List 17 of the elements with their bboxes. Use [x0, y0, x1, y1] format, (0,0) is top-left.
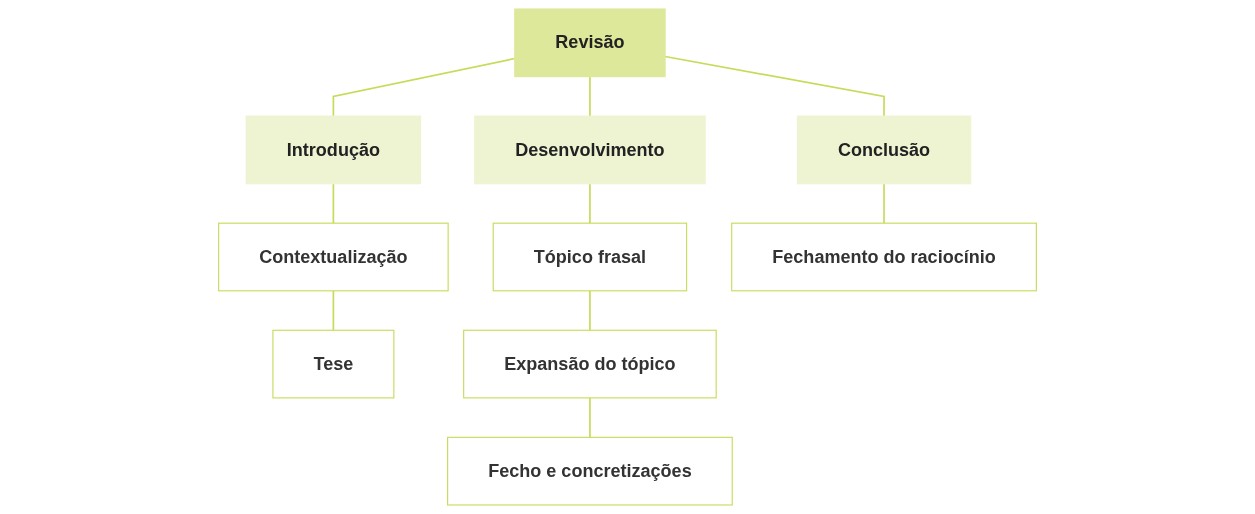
node-box: Tópico frasal	[492, 222, 688, 292]
connector	[589, 182, 591, 225]
node-box: Conclusão	[796, 115, 972, 185]
connector	[332, 289, 335, 332]
node-box: Contextualização	[218, 222, 449, 292]
connector	[589, 397, 591, 439]
connector	[589, 75, 591, 117]
node-box: Fechamento do raciocínio	[731, 222, 1037, 292]
connector	[883, 182, 885, 225]
node-box: Revisão	[514, 8, 666, 78]
node-box: Desenvolvimento	[474, 115, 706, 185]
node-box: Tese	[272, 329, 395, 399]
connector	[332, 182, 335, 225]
node-box: Introdução	[245, 115, 422, 185]
node-box: Expansão do tópico	[463, 329, 717, 399]
connector	[589, 289, 591, 332]
node-box: Fecho e concretizações	[447, 436, 733, 506]
